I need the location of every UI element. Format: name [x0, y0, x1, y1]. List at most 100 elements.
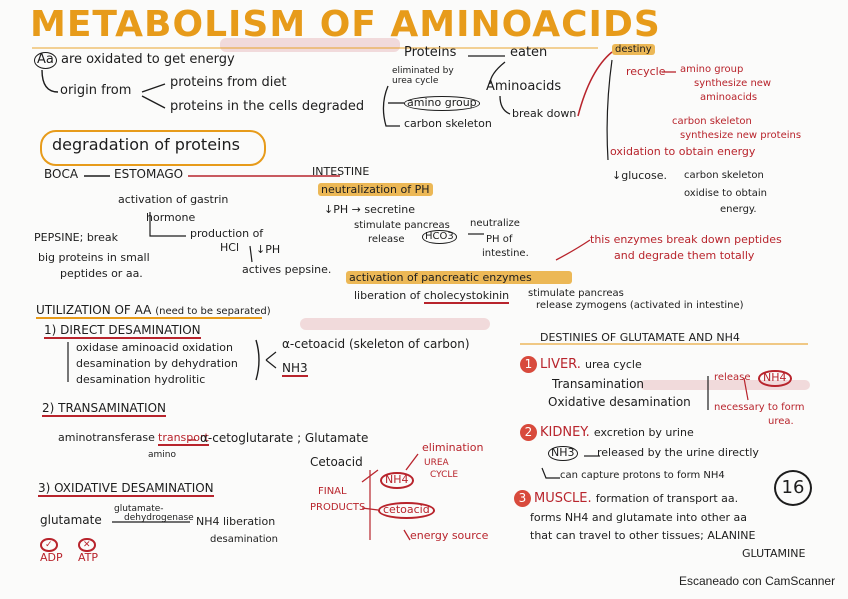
- deg-peptides: peptides or aa.: [60, 268, 143, 281]
- deg-intestine2: intestine.: [482, 248, 529, 260]
- amino-note-1: amino group: [680, 64, 743, 76]
- util-glutamate: glutamate: [40, 514, 102, 528]
- released-label: released by the urine directly: [597, 446, 759, 459]
- deg-stimulate2: stimulate pancreas: [528, 288, 624, 300]
- atp-label: ATP: [78, 551, 98, 564]
- dest-travel: that can travel to other tissues; ALANIN…: [530, 530, 755, 543]
- deg-activation-gastrin: activation of gastrin: [118, 194, 228, 207]
- deg-big-proteins: big proteins in small: [38, 252, 150, 265]
- amino-group-circled: amino group: [404, 96, 480, 111]
- deg-release: release: [368, 234, 404, 246]
- deg-neutralize: neutralize: [470, 218, 520, 230]
- deg-neutralization: neutralization of PH: [318, 184, 433, 197]
- flow-glucose: ↓glucose.: [612, 170, 667, 183]
- util-trans: 2) TRANSAMINATION: [42, 402, 166, 416]
- deg-hco3: HCO3: [422, 230, 457, 244]
- util-adp: ✓ ADP: [40, 538, 63, 565]
- glucose-note-3: energy.: [720, 204, 757, 216]
- origin-label: origin from: [60, 84, 131, 99]
- dest-oxidative: Oxidative desamination: [548, 396, 691, 410]
- oxidative-desamination-label: 3) OXIDATIVE DESAMINATION: [38, 481, 214, 497]
- util-d1: oxidase aminoacid oxidation: [76, 342, 233, 355]
- dest-glutamine: GLUTAMINE: [742, 548, 805, 561]
- dest-urea: urea.: [768, 416, 794, 428]
- deg-ph-secretine: ↓PH → secretine: [324, 204, 415, 217]
- cetoacid-circled: cetoacid: [378, 502, 435, 519]
- deg-liberation: liberation of cholecystokinin: [354, 290, 509, 303]
- destiny-highlight: destiny: [612, 44, 655, 55]
- adp-label: ADP: [40, 551, 63, 564]
- urea-cycle-label: urea cycle: [585, 358, 642, 371]
- muscle-label: MUSCLE.: [534, 491, 592, 506]
- formation-label: formation of transport aa.: [596, 492, 738, 505]
- excretion-label: excretion by urine: [594, 426, 694, 439]
- util-d2: desamination by dehydration: [76, 358, 238, 371]
- flow-amino-group: amino group: [404, 96, 480, 111]
- dest-kidney: 2KIDNEY. excretion by urine: [520, 424, 694, 441]
- util-d3: desamination hydrolitic: [76, 374, 205, 387]
- aa-circled: Aa: [34, 52, 57, 69]
- neutralization-highlight: neutralization of PH: [318, 183, 433, 196]
- muscle-number-badge: 3: [514, 490, 531, 507]
- util-products: PRODUCTS: [310, 502, 365, 514]
- dest-necessary: necessary to form: [714, 402, 804, 414]
- flow-oxidation: oxidation to obtain energy: [610, 146, 755, 159]
- util-aminotransferase: aminotransferase: [58, 432, 155, 445]
- flow-proteins: Proteins: [404, 46, 456, 61]
- util-oxidative: 3) OXIDATIVE DESAMINATION: [38, 482, 214, 496]
- dest-release: release: [714, 372, 750, 384]
- nh3-label: NH3: [282, 361, 308, 377]
- transamination-label: 2) TRANSAMINATION: [42, 401, 166, 417]
- dest-transamination: Transamination: [552, 378, 644, 392]
- enzymes-note-1: this enzymes break down peptides: [590, 234, 782, 247]
- nh4-circled: NH4: [380, 472, 414, 489]
- enzymes-note-2: and degrade them totally: [614, 250, 754, 263]
- nh4-liver-circled: NH4: [758, 370, 792, 387]
- kidney-number-badge: 2: [520, 424, 537, 441]
- direct-desamination-label: 1) DIRECT DESAMINATION: [44, 323, 201, 339]
- flow-break-down: break down: [512, 108, 576, 121]
- util-final: FINAL: [318, 486, 347, 498]
- util-atp: ✕ ATP: [78, 538, 98, 565]
- deg-pepsine: PEPSINE; break: [34, 232, 118, 245]
- util-amino: amino: [148, 450, 176, 460]
- util-nh4: NH4: [380, 472, 414, 489]
- flow-recycle: recycle: [626, 66, 665, 79]
- util-nh4-lib: NH4 liberation: [196, 516, 275, 529]
- dest-forms: forms NH4 and glutamate into other aa: [530, 512, 747, 525]
- page-number: 16: [774, 470, 812, 506]
- hco3-circled: HCO3: [422, 230, 457, 244]
- intro-text: are oxidated to get energy: [61, 52, 235, 67]
- deg-ph-of: PH of: [486, 234, 512, 246]
- origin-cells: proteins in the cells degraded: [170, 100, 364, 115]
- atp-x-icon: ✕: [78, 538, 96, 552]
- util-desamination: desamination: [210, 534, 278, 546]
- flow-eaten: eaten: [510, 46, 547, 61]
- kidney-label: KIDNEY.: [540, 425, 590, 440]
- liver-number-badge: 1: [520, 356, 537, 373]
- dest-nh4: NH4: [758, 370, 792, 387]
- util-cetoacid: Cetoacid: [310, 456, 363, 470]
- util-ketoglutarate: α-cetoglutarate ; Glutamate: [200, 432, 368, 446]
- cholecystokinin-label: cholecystokinin: [424, 289, 509, 304]
- deg-hcl: HCl: [220, 242, 239, 255]
- intro-line: Aa are oxidated to get energy: [34, 52, 235, 69]
- util-cetoacid2: cetoacid: [378, 502, 435, 519]
- degradation-heading: degradation of proteins: [52, 136, 240, 154]
- glucose-note-2: oxidise to obtain: [684, 188, 767, 200]
- nh3-kidney-circled: NH3: [548, 446, 578, 461]
- pancreatic-highlight: activation of pancreatic enzymes: [346, 271, 572, 284]
- flow-aminoacids: Aminoacids: [486, 80, 561, 95]
- deg-ph-down: ↓PH: [256, 244, 280, 257]
- page-title: METABOLISM OF AMINOACIDS: [30, 4, 661, 45]
- util-heading: UTILIZATION OF AA (need to be separated): [36, 304, 271, 318]
- util-glut-dh2: dehydrogenase: [124, 513, 194, 523]
- deg-activation-pancreatic: activation of pancreatic enzymes: [346, 272, 572, 285]
- deg-boca: BOCA: [44, 168, 78, 182]
- util-direct: 1) DIRECT DESAMINATION: [44, 324, 201, 338]
- bleed-through-mark: [300, 318, 490, 330]
- util-elimination: elimination: [422, 442, 483, 455]
- destinies-heading: DESTINIES OF GLUTAMATE AND NH4: [540, 332, 740, 345]
- deg-production: production of: [190, 228, 263, 241]
